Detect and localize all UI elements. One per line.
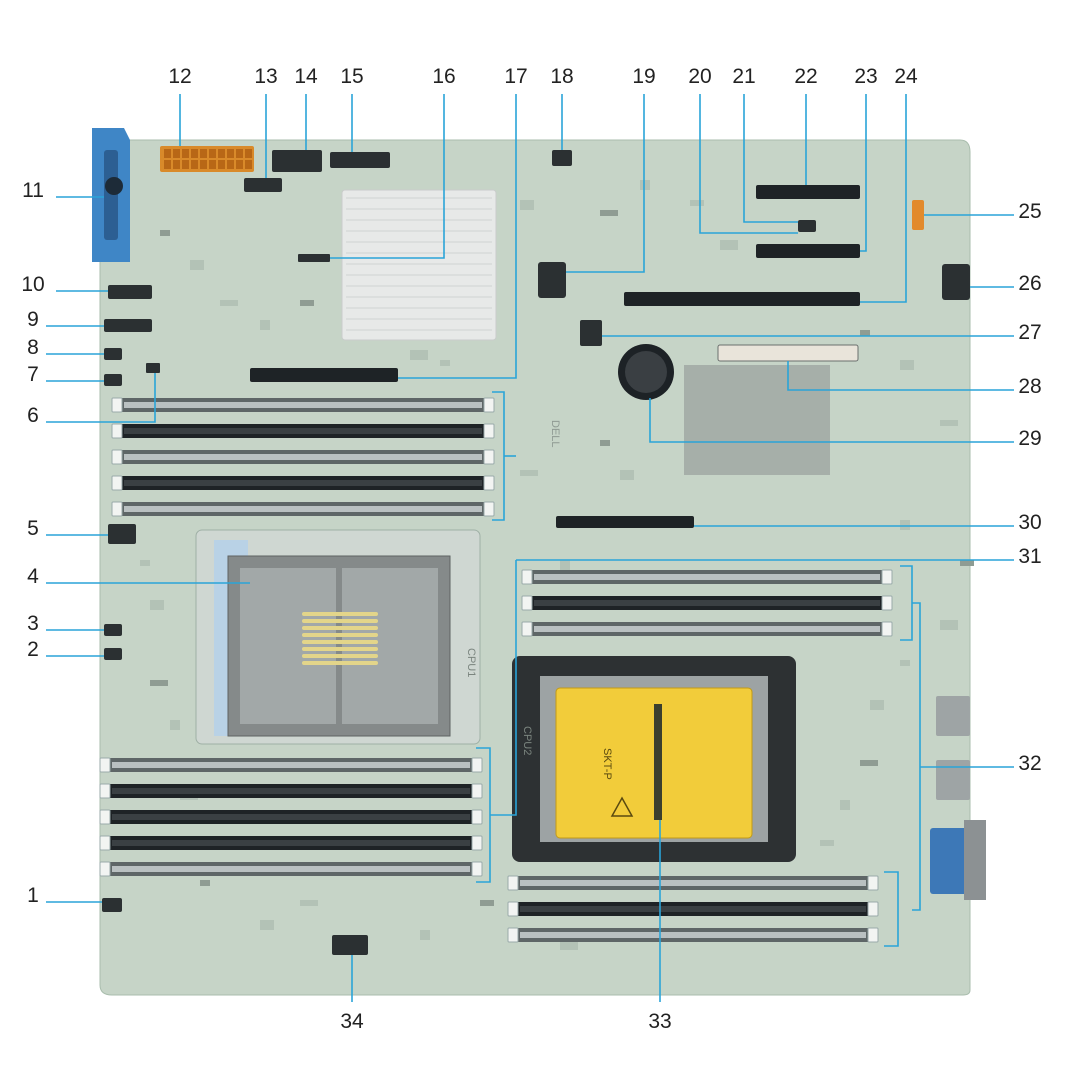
connector-30 [556,516,694,528]
leader-line-19 [566,94,645,273]
callout-13: 13 [254,65,277,88]
leader-line-16 [330,94,445,259]
leader-line-29 [649,398,1014,443]
board-brand: DELL [549,420,561,448]
callout-8: 8 [27,336,39,359]
callout-19: 19 [632,65,655,88]
callout-6: 6 [27,404,39,427]
callout-21: 21 [732,65,755,88]
leader-line-24 [860,94,907,303]
callout-4: 4 [27,565,39,588]
leader-line-6 [46,373,156,423]
callout-14: 14 [294,65,318,88]
dimm-slots-cpu2-top [521,569,893,637]
leader-line-17 [398,94,517,379]
leader-line-20 [699,94,798,234]
chipset-heatsink [341,189,497,341]
power-connector-24pin [160,146,254,172]
socket-cover-title: SKT-P [601,748,613,780]
callout-27: 27 [1018,321,1041,344]
pcie-slot-22 [756,185,860,199]
connector-10 [108,285,152,299]
leader-line-23 [860,94,867,252]
pcie-slot-24 [624,292,860,306]
cpu2-socket: SKT-P CPU2 [512,656,796,862]
callout-1: 1 [27,884,39,907]
dimm-slots-cpu1-bottom [99,757,483,877]
callout-5: 5 [27,517,39,540]
leader-line-28 [787,361,1014,391]
connector-18 [552,150,572,166]
connector-28 [717,344,859,362]
callout-31: 31 [1018,545,1041,568]
warning-icon [610,796,634,817]
callout-24: 24 [894,65,918,88]
callout-16: 16 [432,65,455,88]
board-handle [92,128,130,262]
leader-line-21 [743,94,798,223]
bracket-leader-7 [884,871,899,947]
bracket-leader-4 [490,560,517,816]
slot-17 [250,368,398,382]
callout-34: 34 [340,1010,364,1033]
callout-32: 32 [1018,752,1041,775]
leader-lines [46,94,1014,1002]
cpu2-label: CPU2 [521,726,533,755]
connector-16-header [298,254,330,262]
callout-29: 29 [1018,427,1041,450]
callout-22: 22 [794,65,817,88]
cpu1-label: CPU1 [465,648,477,677]
pcie-slot-23 [756,244,860,258]
connector-2 [104,648,122,660]
connector-20-21 [798,220,816,232]
callout-20: 20 [688,65,711,88]
shaded-area [684,365,830,475]
callout-10: 10 [21,273,44,296]
callout-23: 23 [854,65,877,88]
callout-33: 33 [648,1010,671,1033]
connector-34 [332,935,368,955]
callout-12: 12 [168,65,191,88]
connector-3 [104,624,122,636]
dimm-slots-cpu2-bottom [507,875,879,943]
connector-26 [942,264,970,300]
connector-5 [108,524,136,544]
connector-27 [580,320,602,346]
connector-8 [104,348,122,360]
connector-7 [104,374,122,386]
callout-30: 30 [1018,511,1041,534]
callout-25: 25 [1018,200,1041,223]
callout-9: 9 [27,308,39,331]
rear-io-ports [930,696,986,900]
connector-15 [330,152,390,168]
dimm-slots-cpu1-top [111,397,495,517]
callout-17: 17 [504,65,527,88]
callout-26: 26 [1018,272,1041,295]
vga-port [930,828,970,894]
connector-1 [102,898,122,912]
callout-3: 3 [27,612,39,635]
board-components [130,180,974,950]
callout-7: 7 [27,363,39,386]
connector-9 [104,319,152,332]
connector-13 [244,178,282,192]
bracket-leader-6 [912,602,921,911]
connector-14 [272,150,322,172]
callout-18: 18 [550,65,573,88]
connector-25 [912,200,924,230]
connector-19 [538,262,566,298]
callout-2: 2 [27,638,39,661]
cpu1-socket: CPU1 [195,529,481,745]
callout-15: 15 [340,65,363,88]
coin-cell-battery [618,344,674,400]
callout-28: 28 [1018,375,1041,398]
callout-11: 11 [22,179,44,202]
jumper-6 [146,363,160,373]
